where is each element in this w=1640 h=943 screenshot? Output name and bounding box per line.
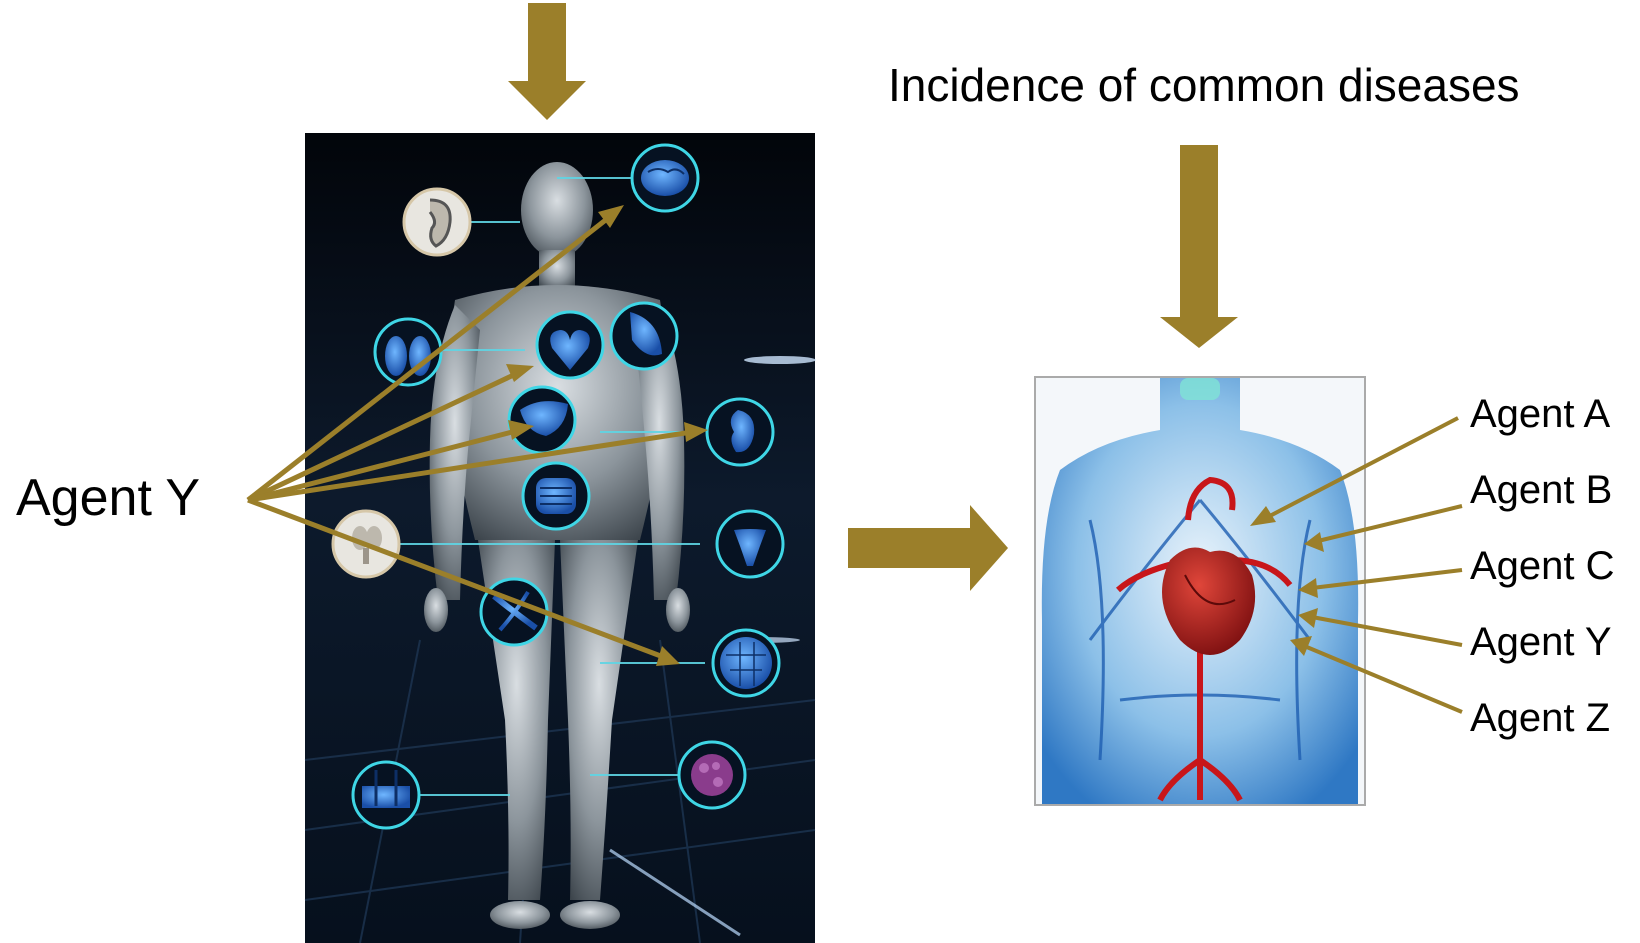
muscle-icon	[611, 303, 677, 369]
down-arrow-under-title	[1160, 145, 1238, 348]
agent-y-label-left: Agent Y	[16, 468, 200, 528]
diagram-title: Incidence of common diseases	[888, 58, 1520, 112]
right-arrow-middle	[848, 505, 1008, 591]
kidney-icon	[707, 399, 773, 465]
agent-a-label: Agent A	[1470, 392, 1610, 437]
tumor-cell-icon	[679, 742, 745, 808]
uterus-icon	[717, 511, 783, 577]
agent-c-label: Agent C	[1470, 544, 1615, 589]
agent-b-label: Agent B	[1470, 468, 1612, 513]
agent-z-label: Agent Z	[1470, 696, 1610, 741]
hair-follicle-icon	[353, 762, 419, 828]
intestine-icon	[523, 463, 589, 529]
brain-icon	[632, 145, 698, 211]
blood-vessel-icon	[481, 579, 547, 645]
agent-y-label-right: Agent Y	[1470, 620, 1612, 665]
skin-cells-icon	[713, 630, 779, 696]
heart-icon	[537, 312, 603, 378]
down-arrow-top-left	[508, 3, 586, 120]
liver-icon	[509, 387, 575, 453]
ear-icon	[404, 189, 470, 255]
